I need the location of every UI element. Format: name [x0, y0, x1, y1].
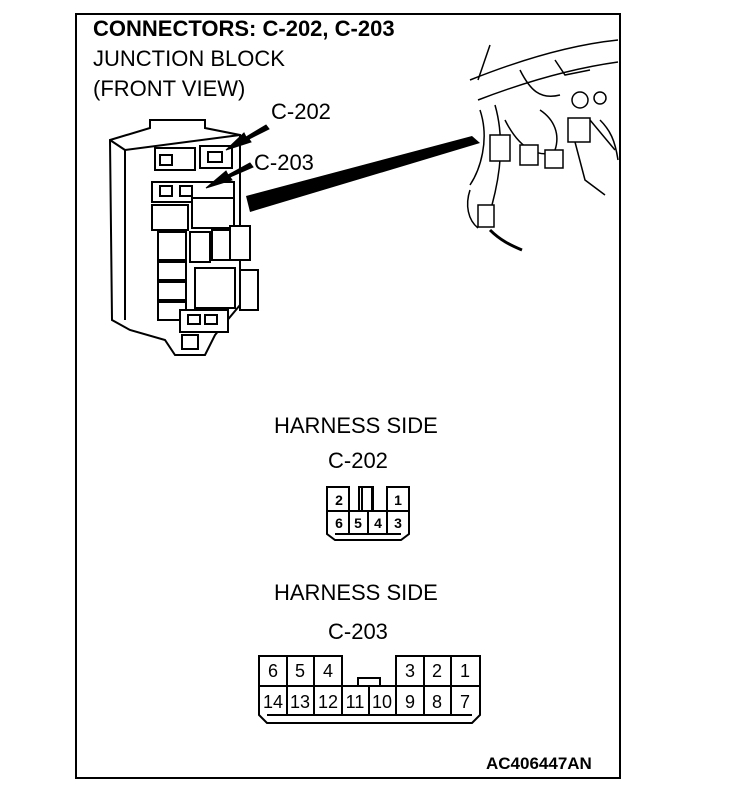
c203-pin: 12	[318, 692, 338, 712]
c203-pin: 4	[323, 661, 333, 681]
c203-connector-name: C-203	[328, 619, 388, 644]
callout-c202-label: C-202	[271, 99, 331, 124]
figure-id: AC406447AN	[486, 754, 592, 773]
callout-arrows	[205, 124, 270, 189]
c202-pin: 3	[394, 515, 402, 531]
c202-harness-side-label: HARNESS SIDE	[274, 413, 438, 438]
c203-pin: 6	[268, 661, 278, 681]
c203-pin: 9	[405, 692, 415, 712]
c202-key	[361, 486, 373, 512]
c202-pins: 2 1 6 5 4 3	[335, 492, 402, 531]
connector-c203	[258, 655, 481, 724]
connector-c202	[326, 486, 410, 541]
c203-pin: 14	[263, 692, 283, 712]
c203-pin: 5	[295, 661, 305, 681]
view-label: (FRONT VIEW)	[93, 76, 246, 101]
arrow-c202-icon	[225, 124, 270, 151]
c203-pin: 11	[346, 692, 365, 712]
c203-pins: 6 5 4 3 2 1 14 13 12 11 10 9 8 7	[263, 661, 470, 712]
c203-key	[357, 677, 381, 687]
callout-c203-label: C-203	[254, 150, 314, 175]
c203-harness-side-label: HARNESS SIDE	[274, 580, 438, 605]
c203-pin: 10	[372, 692, 392, 712]
c202-pin: 6	[335, 515, 343, 531]
location-pointer	[246, 136, 480, 212]
diagram-frame	[75, 13, 621, 779]
c202-pin: 2	[335, 492, 343, 508]
c203-pin: 13	[290, 692, 310, 712]
c203-pin: 1	[460, 661, 470, 681]
c203-pin: 7	[460, 692, 470, 712]
c203-pin: 2	[432, 661, 442, 681]
arrow-c203-icon	[205, 162, 254, 189]
c203-pin: 8	[432, 692, 442, 712]
c202-pin: 5	[354, 515, 362, 531]
junction-block-label: JUNCTION BLOCK	[93, 46, 285, 71]
c202-connector-name: C-202	[328, 448, 388, 473]
dashboard-harness-illustration	[466, 39, 619, 252]
c202-pin: 4	[374, 515, 382, 531]
diagram-title: CONNECTORS: C-202, C-203	[93, 16, 395, 41]
c202-pin: 1	[394, 492, 402, 508]
c203-pin: 3	[405, 661, 415, 681]
junction-block-illustration	[108, 119, 259, 356]
